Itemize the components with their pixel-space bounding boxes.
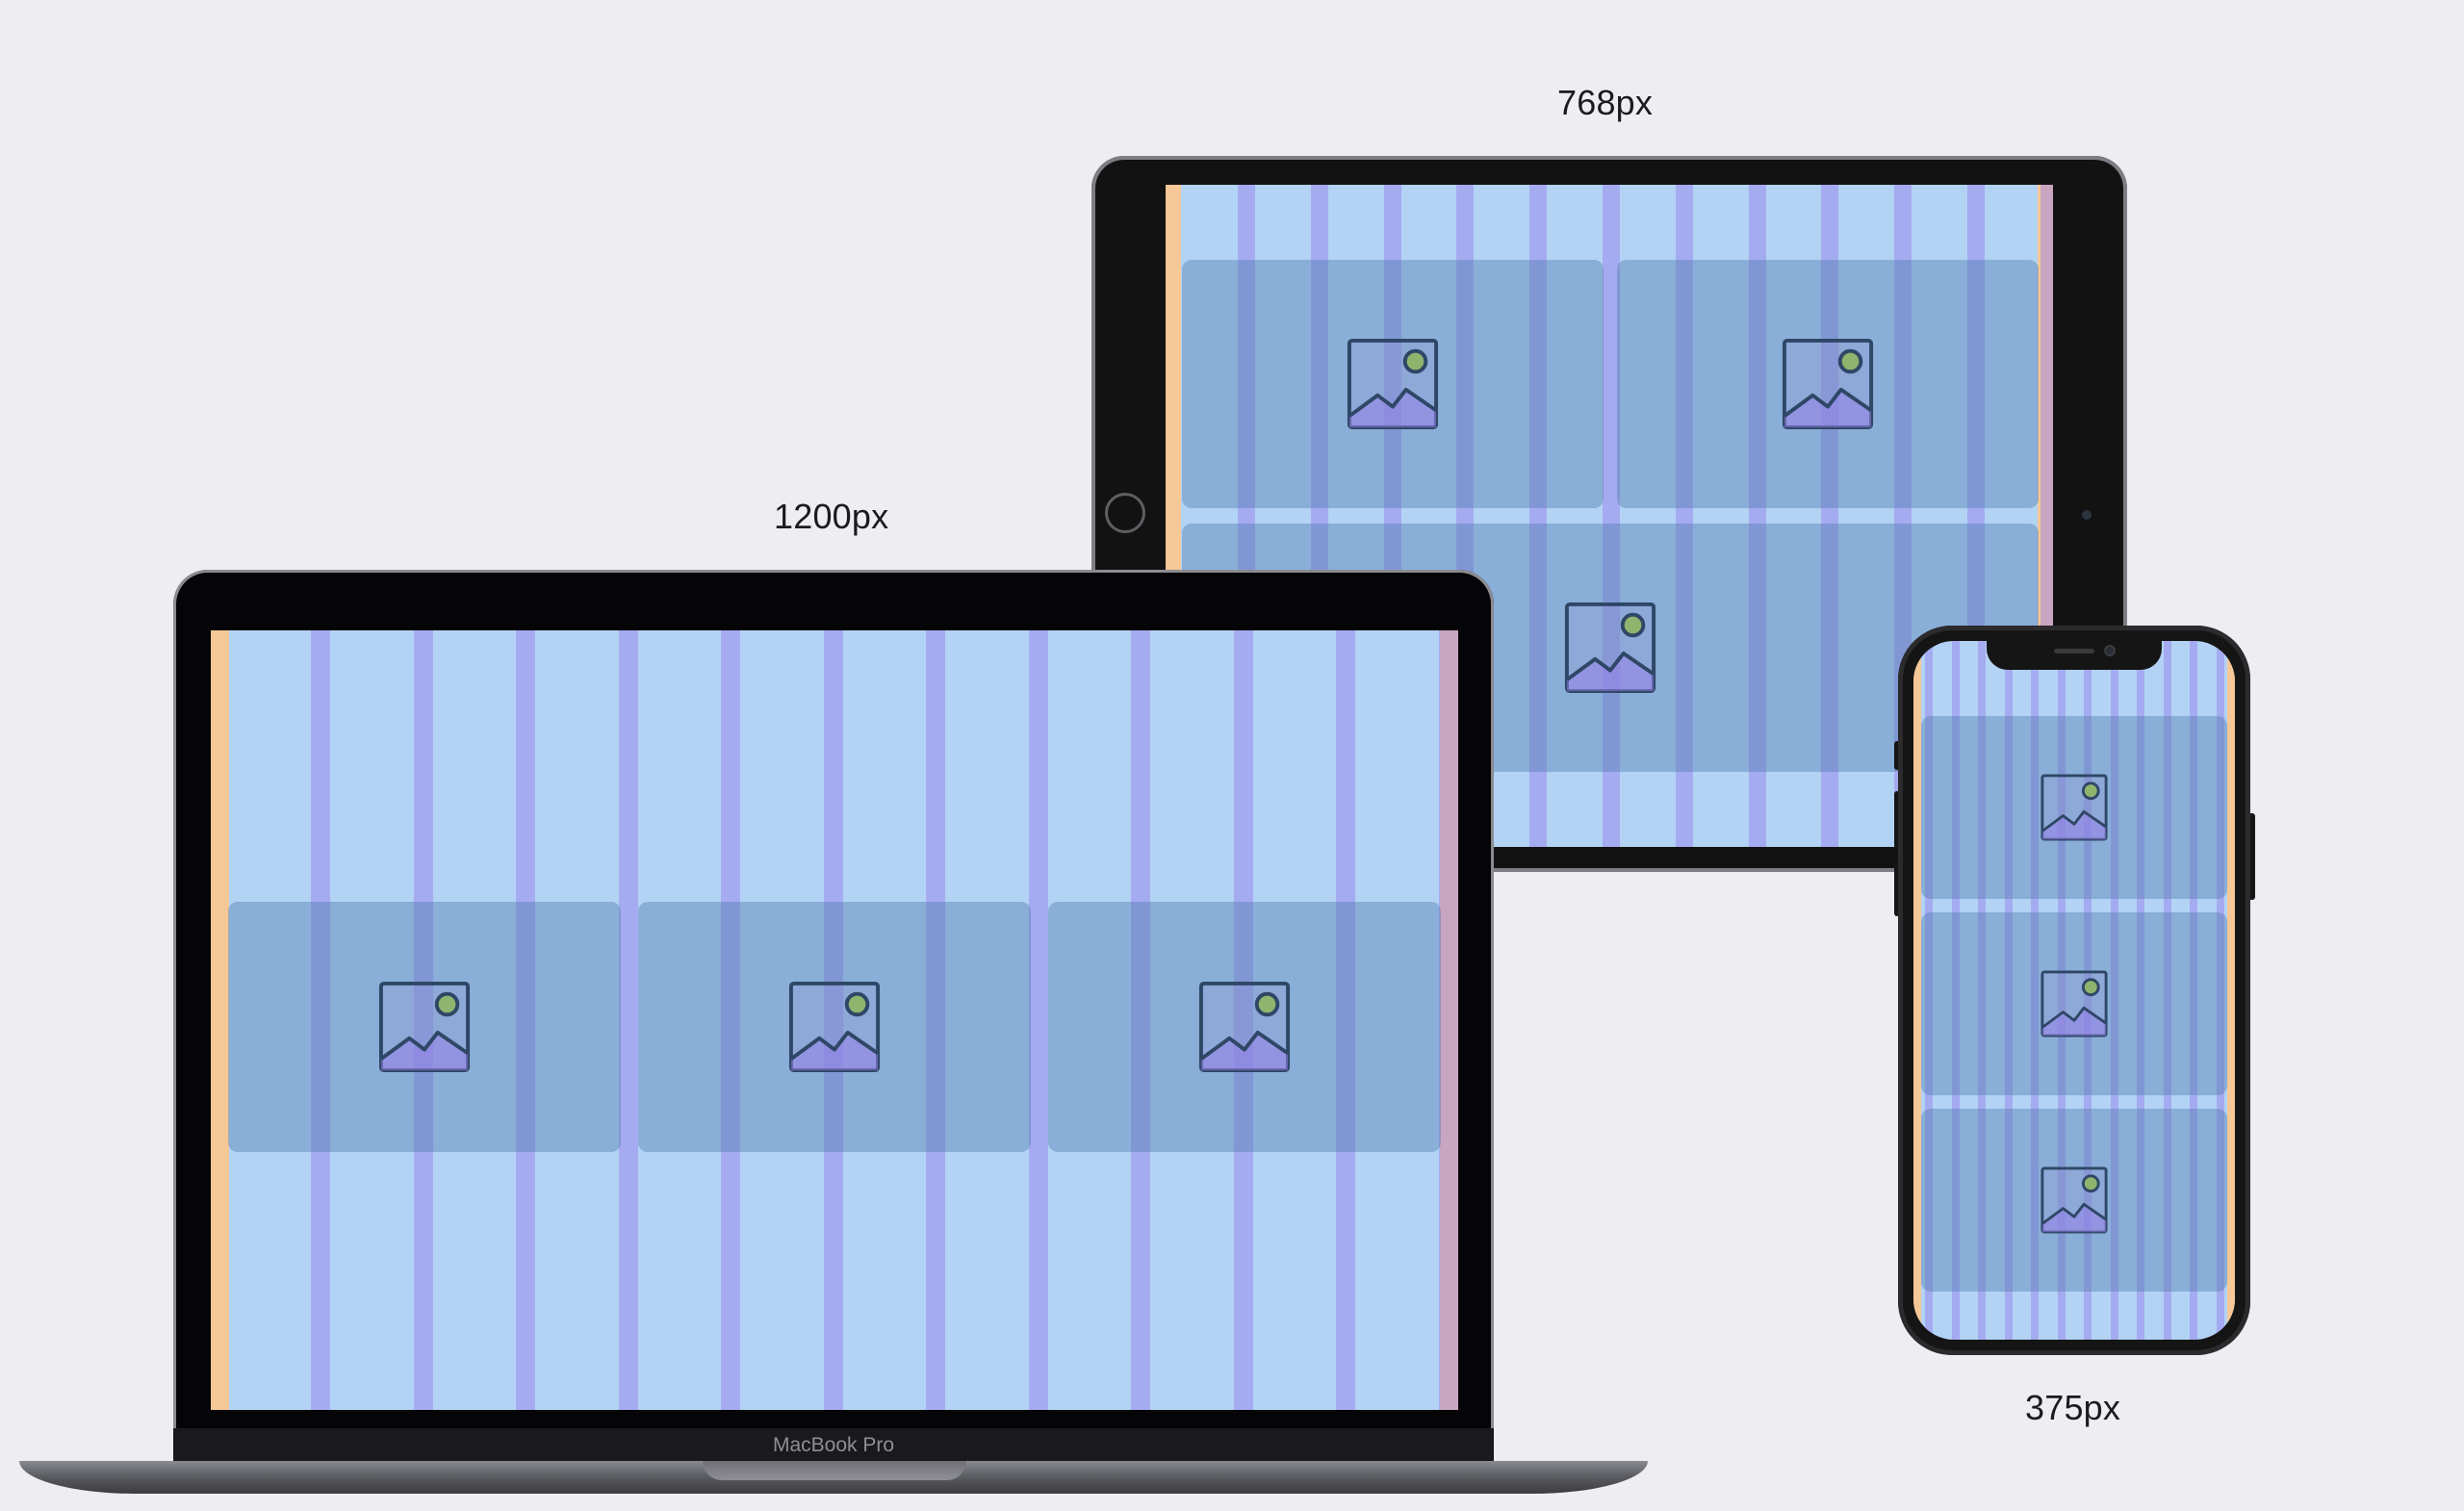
grid-column (2004, 641, 2013, 1340)
laptop-card-2 (638, 902, 1031, 1152)
image-placeholder-icon (2040, 1165, 2109, 1235)
image-placeholder-icon (377, 980, 472, 1074)
image-placeholder-icon (1197, 980, 1292, 1074)
grid-column (2216, 641, 2224, 1340)
laptop-chin (173, 1428, 1494, 1463)
tablet-home-button (1105, 493, 1145, 533)
grid-column (1675, 185, 1693, 847)
laptop-right-margin (1440, 630, 1458, 1410)
tablet-width-label: 768px (1557, 83, 1654, 122)
phone-volume-down-button (1894, 858, 1900, 916)
phone-card-1 (1921, 716, 2227, 899)
phone-right-margin (2227, 641, 2235, 1340)
tablet-card-2 (1617, 260, 2039, 508)
tablet-camera (2082, 510, 2092, 520)
phone-front-camera (2104, 645, 2116, 656)
grid-column (1978, 641, 1986, 1340)
laptop-base-notch (703, 1461, 966, 1480)
grid-column (1131, 630, 1150, 1410)
laptop-width-label: 1200px (774, 497, 889, 536)
grid-column (1748, 185, 1766, 847)
grid-column (2057, 641, 2066, 1340)
grid-column (2031, 641, 2039, 1340)
grid-column (2110, 641, 2118, 1340)
phone-notch (1987, 639, 2162, 670)
image-placeholder-icon (1563, 601, 1657, 695)
grid-column (413, 630, 433, 1410)
phone-left-margin (1913, 641, 1921, 1340)
grid-column (1821, 185, 1839, 847)
grid-column (1336, 630, 1355, 1410)
image-placeholder-icon (2040, 773, 2109, 842)
tablet-card-1 (1182, 260, 1604, 508)
phone-volume-up-button (1894, 791, 1900, 849)
grid-column (516, 630, 535, 1410)
laptop-screen (211, 630, 1458, 1410)
phone-power-button (2248, 813, 2255, 900)
image-placeholder-icon (2040, 969, 2109, 1038)
grid-column (2137, 641, 2144, 1340)
phone-card-2 (1921, 912, 2227, 1095)
phone-screen (1913, 641, 2235, 1340)
grid-column (721, 630, 740, 1410)
image-placeholder-icon (1781, 337, 1875, 431)
phone-side-button (1894, 741, 1900, 770)
grid-column (926, 630, 945, 1410)
grid-column (2163, 641, 2171, 1340)
laptop-brand-label: MacBook Pro (772, 1434, 895, 1456)
phone-speaker (2054, 649, 2094, 653)
grid-column (1233, 630, 1253, 1410)
grid-column (1438, 630, 1458, 1410)
grid-column (311, 630, 330, 1410)
grid-column (618, 630, 638, 1410)
image-placeholder-icon (787, 980, 882, 1074)
laptop-card-3 (1048, 902, 1441, 1152)
grid-column (2190, 641, 2197, 1340)
grid-column (1951, 641, 1960, 1340)
phone-width-label: 375px (2025, 1388, 2121, 1427)
grid-column (1925, 641, 1933, 1340)
grid-column (1028, 630, 1048, 1410)
image-placeholder-icon (1346, 337, 1440, 431)
grid-column (1529, 185, 1548, 847)
phone-card-3 (1921, 1109, 2227, 1292)
grid-column (823, 630, 843, 1410)
laptop-left-margin (211, 630, 229, 1410)
laptop-card-1 (228, 902, 621, 1152)
laptop-grid-columns (311, 630, 1458, 1410)
